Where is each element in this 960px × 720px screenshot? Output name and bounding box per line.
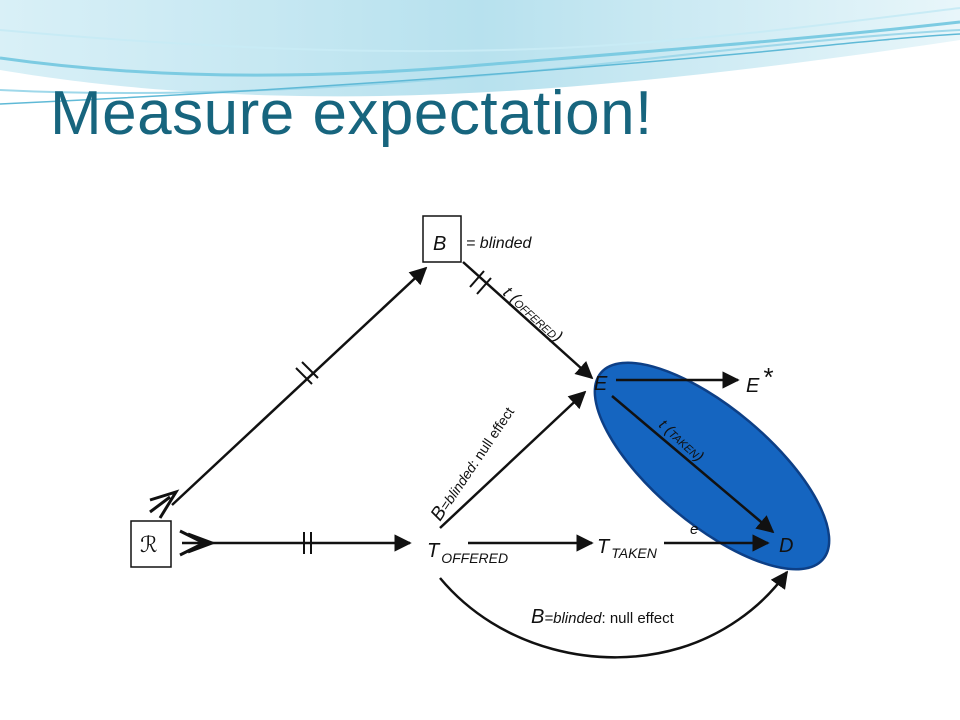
node-r-label: ℛ: [140, 532, 158, 557]
node-b-label: B: [433, 233, 446, 255]
edge-label-e: e: [690, 521, 698, 538]
node-e: E: [594, 373, 608, 395]
edge-label-blinded-null-diag: B=blinded: null effect: [427, 402, 519, 524]
node-estar: E*: [746, 362, 773, 397]
node-d: D: [779, 535, 793, 557]
edge-label-blinded-null-curve: B=blinded: null effect: [531, 606, 675, 628]
tick-marks-b-e: [470, 271, 491, 294]
edge-r-to-b: [172, 268, 426, 505]
edge-label-t-offered: t (OFFERED): [499, 283, 566, 346]
highlight-ellipse: [564, 328, 861, 603]
node-b-annotation: = blinded: [466, 235, 532, 252]
